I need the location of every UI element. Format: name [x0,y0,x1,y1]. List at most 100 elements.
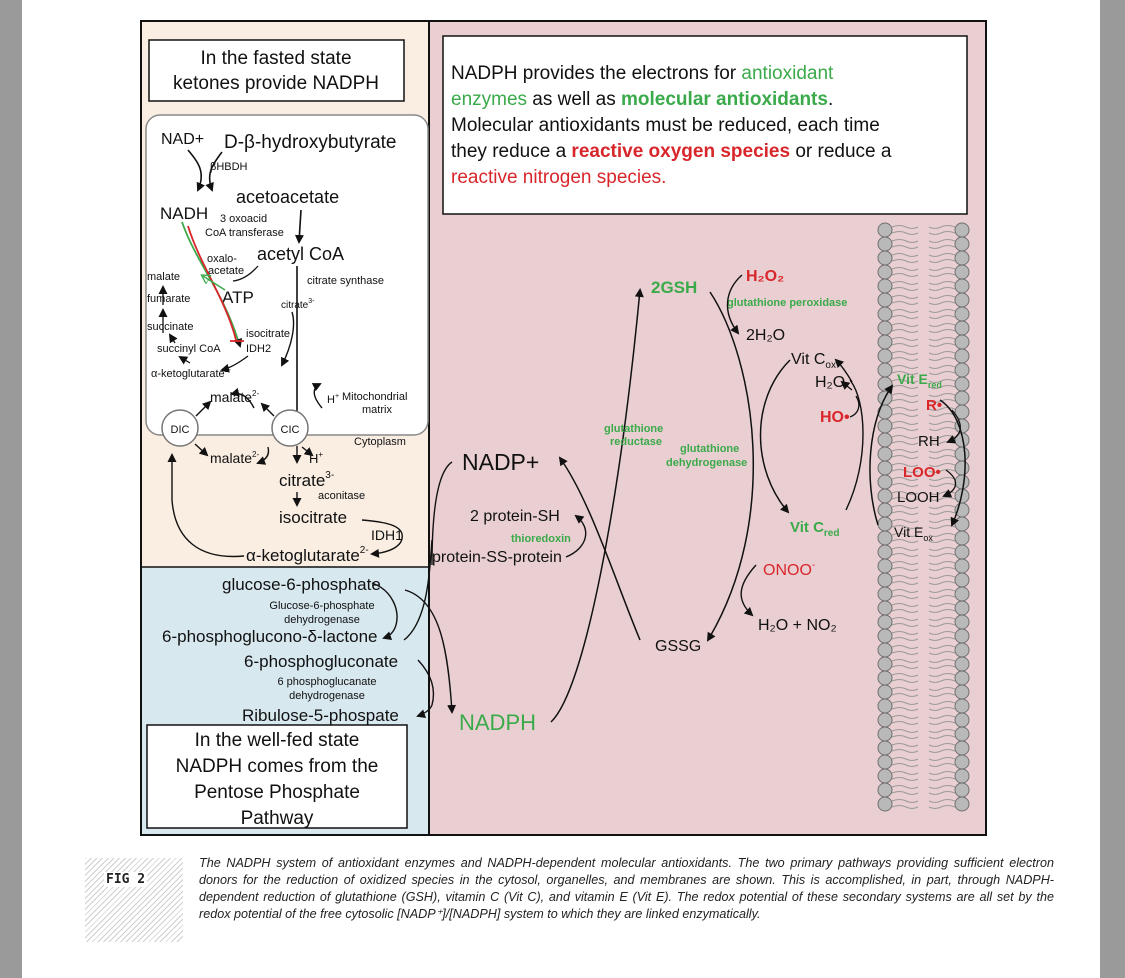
vitc-red: Vit Cred [790,519,839,539]
glutathione-dehydrogenase-2: dehydrogenase [666,457,747,469]
vite-red: Vit Ered [897,371,942,390]
isocitrate-cyto: isocitrate [279,508,347,527]
lipid-tail [891,735,919,739]
glutathione-reductase-2: reductase [610,436,662,448]
lipid-tail [928,259,956,263]
glutathione-peroxidase: glutathione peroxidase [727,297,847,309]
h2o-vitc: H₂O [815,374,845,391]
lipid-tail [928,455,956,459]
lipid-tail [891,763,919,767]
lipid-tail [928,337,956,341]
fumarate: fumarate [147,293,190,305]
looh: LOOH [897,489,940,506]
lipid-tail [928,393,956,397]
lipid-tail [891,715,919,719]
lipid-tail [891,707,919,711]
lipid-tail [891,721,919,725]
lipid-head [954,348,970,364]
info-line5: reactive nitrogen species. [451,167,666,188]
lipid-head [877,642,893,658]
lipid-tail [891,665,919,669]
lipid-head [877,558,893,574]
lipid-tail [928,791,956,795]
glucose-6-phosphate: glucose-6-phosphate [222,575,381,594]
lipid-tail [928,371,956,375]
lipid-tail [891,351,919,355]
lipid-head [877,768,893,784]
lipid-tail [928,575,956,579]
lipid-tail [891,323,919,327]
lipid-head [877,362,893,378]
lipid-head [877,670,893,686]
lipid-tail [891,673,919,677]
lipid-tail [928,323,956,327]
lipid-head [954,446,970,462]
lipid-head [877,754,893,770]
lipid-tail [891,799,919,803]
lipid-head [954,670,970,686]
lipid-tail [928,679,956,683]
lipid-tail [891,561,919,565]
lipid-head [954,684,970,700]
lipid-tail [928,315,956,319]
malate2-mito: malate2- [210,389,259,405]
fed-state-box [146,724,408,829]
glutathione-reductase-1: glutathione [604,423,663,435]
lipid-tail [891,693,919,697]
lipid-tail [891,651,919,655]
lipid-tail [891,785,919,789]
lipid-tail [891,329,919,333]
2gsh: 2GSH [651,278,697,297]
lipid-tail [928,533,956,537]
fasted-line1: In the fasted state [200,48,351,69]
cic-label: CIC [281,424,300,436]
lipid-tail [928,267,956,271]
citrate-cyto: citrate3- [279,470,334,490]
lipid-tail [928,673,956,677]
lipid-head [877,418,893,434]
nadp-plus: NADP+ [462,449,539,475]
lipid-head [877,502,893,518]
cytoplasm-label: Cytoplasm [354,436,406,448]
h2o2: H₂O₂ [746,268,784,285]
lipid-tail [891,617,919,621]
lipid-head [877,264,893,280]
lipid-tail [891,449,919,453]
lipid-head [954,754,970,770]
figure-diagram: In the fasted state ketones provide NADP… [140,20,987,836]
thioredoxin: thioredoxin [511,533,571,545]
2h2o: 2H₂O [746,327,785,344]
lipid-tail [928,763,956,767]
lipid-tail [928,561,956,565]
lipid-tail [891,547,919,551]
lipid-tail [891,687,919,691]
lipid-tail [928,595,956,599]
lipid-tail [928,729,956,733]
lipid-tail [928,273,956,277]
lipid-head [877,544,893,560]
akg-mito: α-ketoglutarate2- [151,367,232,380]
lipid-head [954,264,970,280]
lipid-tail [891,371,919,375]
lipid-head [877,782,893,798]
h2o-no2: H₂O + NO₂ [758,617,837,634]
lipid-tail [891,659,919,663]
lipid-tail [891,281,919,285]
lipid-tail [891,609,919,613]
lipid-tail [928,421,956,425]
lipid-head [877,516,893,532]
lipid-tail [891,679,919,683]
lipid-tail [928,413,956,417]
lipid-head [954,558,970,574]
lipid-tail [928,525,956,529]
lipid-tail [928,449,956,453]
lipid-tail [928,231,956,235]
lipid-tail [928,567,956,571]
malate-cyto: malate2- [210,450,259,466]
lipid-tail [928,253,956,257]
lipid-head [954,656,970,672]
lipid-tail [891,589,919,593]
lipid-tail [891,637,919,641]
lipid-head [954,782,970,798]
info-line1: NADPH provides the electrons for antioxi… [451,63,834,84]
